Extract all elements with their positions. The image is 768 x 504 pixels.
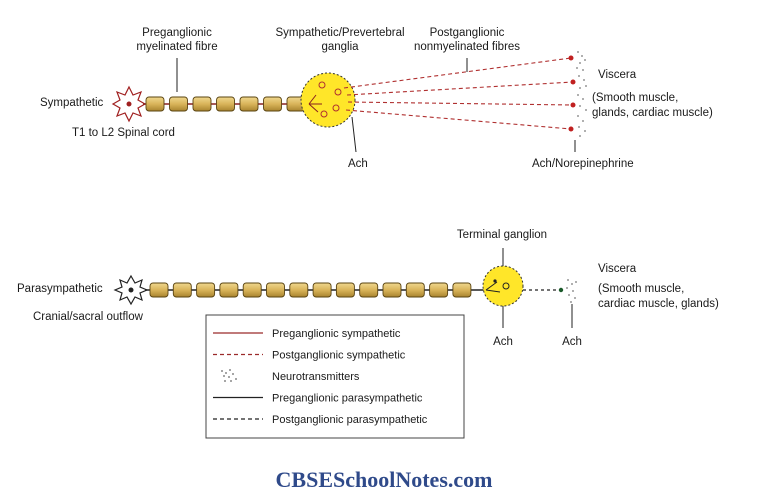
sympathetic-myelin-sheath — [145, 96, 306, 112]
sympathetic-ach-ne-label: Ach/Norepinephrine — [532, 158, 634, 170]
myelin-segment — [169, 96, 188, 112]
legend-item: Preganglionic sympathetic — [213, 328, 401, 340]
sympathetic-pathway: Sympathetic T1 to L2 Spinal cord Pregang… — [40, 27, 713, 170]
footer-watermark: CBSESchoolNotes.com — [276, 467, 493, 492]
legend-box — [205, 314, 465, 439]
myelin-segment — [335, 282, 355, 298]
preganglionic-label-line2: myelinated fibre — [136, 41, 217, 53]
legend-label: Preganglionic sympathetic — [272, 328, 401, 340]
ganglia-label-line1: Sympathetic/Prevertebral — [275, 27, 404, 39]
sympathetic-viscera-label: Viscera — [598, 69, 637, 81]
parasympathetic-ach-label-1: Ach — [493, 336, 513, 348]
legend-item: Neurotransmitters — [221, 369, 360, 383]
legend-item: Postganglionic sympathetic — [213, 350, 406, 362]
myelin-segment — [242, 282, 262, 298]
parasympathetic-myelin-sheath — [149, 282, 472, 298]
parasympathetic-pathway: Parasympathetic Cranial/sacral outflow T… — [17, 229, 719, 348]
myelin-segment — [216, 96, 235, 112]
sympathetic-nerve-endings — [568, 55, 576, 132]
parasympathetic-viscera-label: Viscera — [598, 263, 637, 275]
myelin-segment — [149, 282, 169, 298]
ganglia-label-line2: ganglia — [321, 41, 359, 53]
parasympathetic-viscera-detail-1: (Smooth muscle, — [598, 283, 684, 295]
postganglionic-label-line1: Postganglionic — [430, 27, 505, 39]
myelin-segment — [429, 282, 449, 298]
myelin-segment — [312, 282, 332, 298]
myelin-segment — [405, 282, 425, 298]
sympathetic-viscera-detail-2: glands, cardiac muscle) — [592, 107, 713, 119]
myelin-segment — [359, 282, 379, 298]
legend-label: Neurotransmitters — [272, 371, 360, 383]
legend-item: Postganglionic parasympathetic — [213, 414, 428, 426]
myelin-segment — [192, 96, 212, 112]
legend: Preganglionic sympatheticPostganglionic … — [205, 314, 465, 439]
sympathetic-postganglionic-fibres — [343, 57, 574, 130]
myelin-segment — [382, 282, 402, 298]
postganglionic-label-line2: nonmyelinated fibres — [414, 41, 520, 53]
terminal-ganglion-label: Terminal ganglion — [457, 229, 547, 241]
myelin-segment — [263, 96, 282, 112]
legend-label: Postganglionic parasympathetic — [272, 414, 428, 426]
legend-label: Postganglionic sympathetic — [272, 350, 406, 362]
parasympathetic-origin-label: Cranial/sacral outflow — [33, 311, 144, 323]
preganglionic-label-line1: Preganglionic — [142, 27, 212, 39]
myelin-segment — [196, 282, 216, 298]
parasympathetic-viscera-detail-2: cardiac muscle, glands) — [598, 298, 719, 310]
sympathetic-label: Sympathetic — [40, 97, 104, 109]
parasympathetic-label: Parasympathetic — [17, 283, 103, 295]
parasympathetic-ach-label-2: Ach — [562, 336, 582, 348]
sympathetic-ach-label: Ach — [348, 158, 368, 170]
myelin-segment — [266, 282, 285, 298]
sympathetic-origin-label: T1 to L2 Spinal cord — [72, 127, 175, 139]
myelin-segment — [172, 282, 192, 298]
legend-item: Preganglionic parasympathetic — [213, 393, 423, 405]
sympathetic-neurotransmitters — [576, 51, 587, 137]
sympathetic-viscera-detail-1: (Smooth muscle, — [592, 92, 678, 104]
myelin-segment — [289, 282, 309, 298]
myelin-segment — [239, 96, 259, 112]
myelin-segment — [219, 282, 239, 298]
parasympathetic-nerve-ending — [558, 287, 564, 293]
parasympathetic-neurotransmitters — [566, 279, 577, 303]
legend-label: Preganglionic parasympathetic — [272, 393, 423, 405]
sympathetic-ganglion — [300, 72, 356, 128]
myelin-segment — [452, 282, 472, 298]
myelin-segment — [145, 96, 165, 112]
